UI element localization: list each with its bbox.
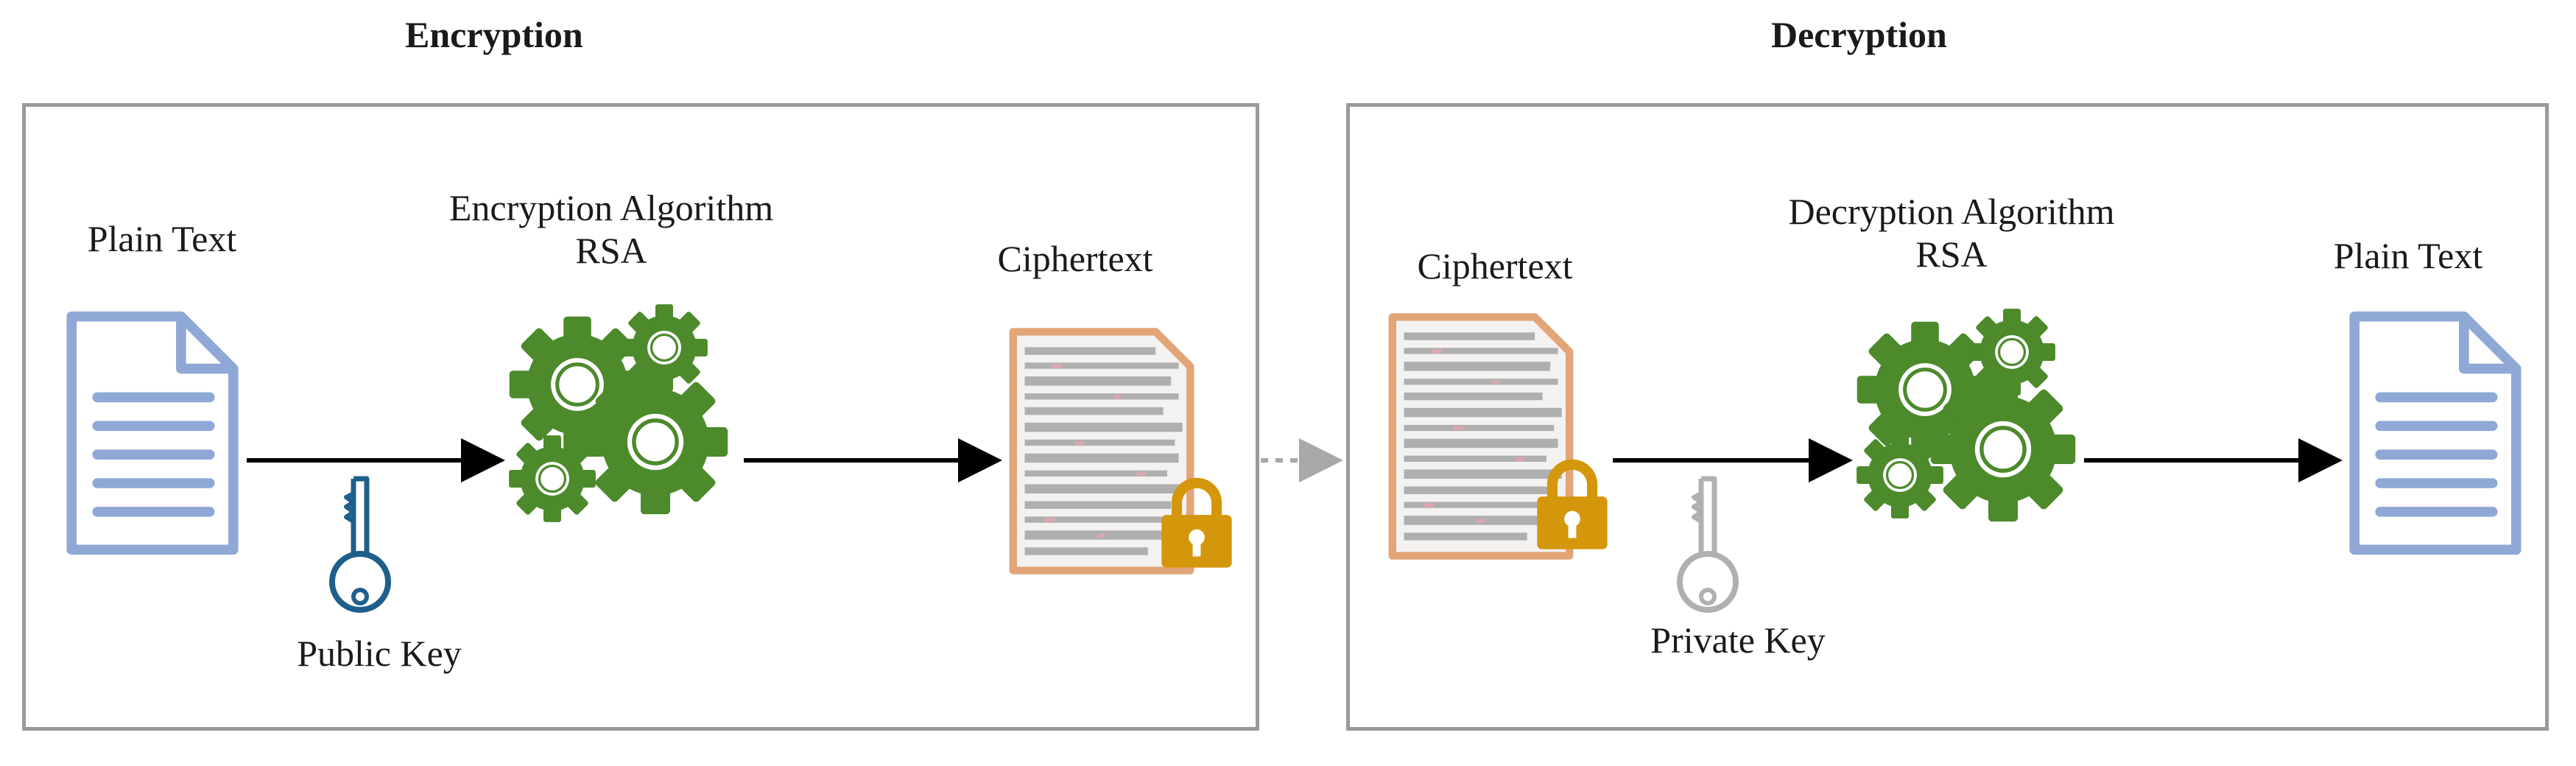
private-key-label: Private Key xyxy=(1650,619,1826,661)
document-icon xyxy=(2354,317,2516,550)
decryption-title: Decryption xyxy=(1771,14,1947,55)
public-key-icon xyxy=(332,479,388,610)
encryption-title: Encryption xyxy=(405,14,583,55)
public-key-label: Public Key xyxy=(297,633,462,674)
private-key-icon xyxy=(1680,479,1736,610)
decryption-algorithm-label: Decryption Algorithm RSA xyxy=(1723,190,2180,275)
plain-text-label: Plain Text xyxy=(2333,235,2483,276)
encryption-algorithm-line1: Encryption Algorithm xyxy=(448,187,774,228)
plain-text-label: Plain Text xyxy=(87,218,237,259)
document-icon xyxy=(71,317,233,550)
gears-icon xyxy=(1856,308,2075,521)
decryption-algorithm-line1: Decryption Algorithm xyxy=(1788,191,2115,232)
decryption-panel xyxy=(1346,103,2549,731)
encryption-panel xyxy=(22,103,1259,731)
ciphertext-label: Ciphertext xyxy=(997,238,1153,279)
gears-icon xyxy=(508,303,728,523)
ciphertext-label: Ciphertext xyxy=(1417,245,1573,287)
encryption-algorithm-label: Encryption Algorithm RSA xyxy=(383,186,840,272)
decryption-algorithm-line2: RSA xyxy=(1915,233,1988,275)
encryption-algorithm-line2: RSA xyxy=(575,230,647,271)
